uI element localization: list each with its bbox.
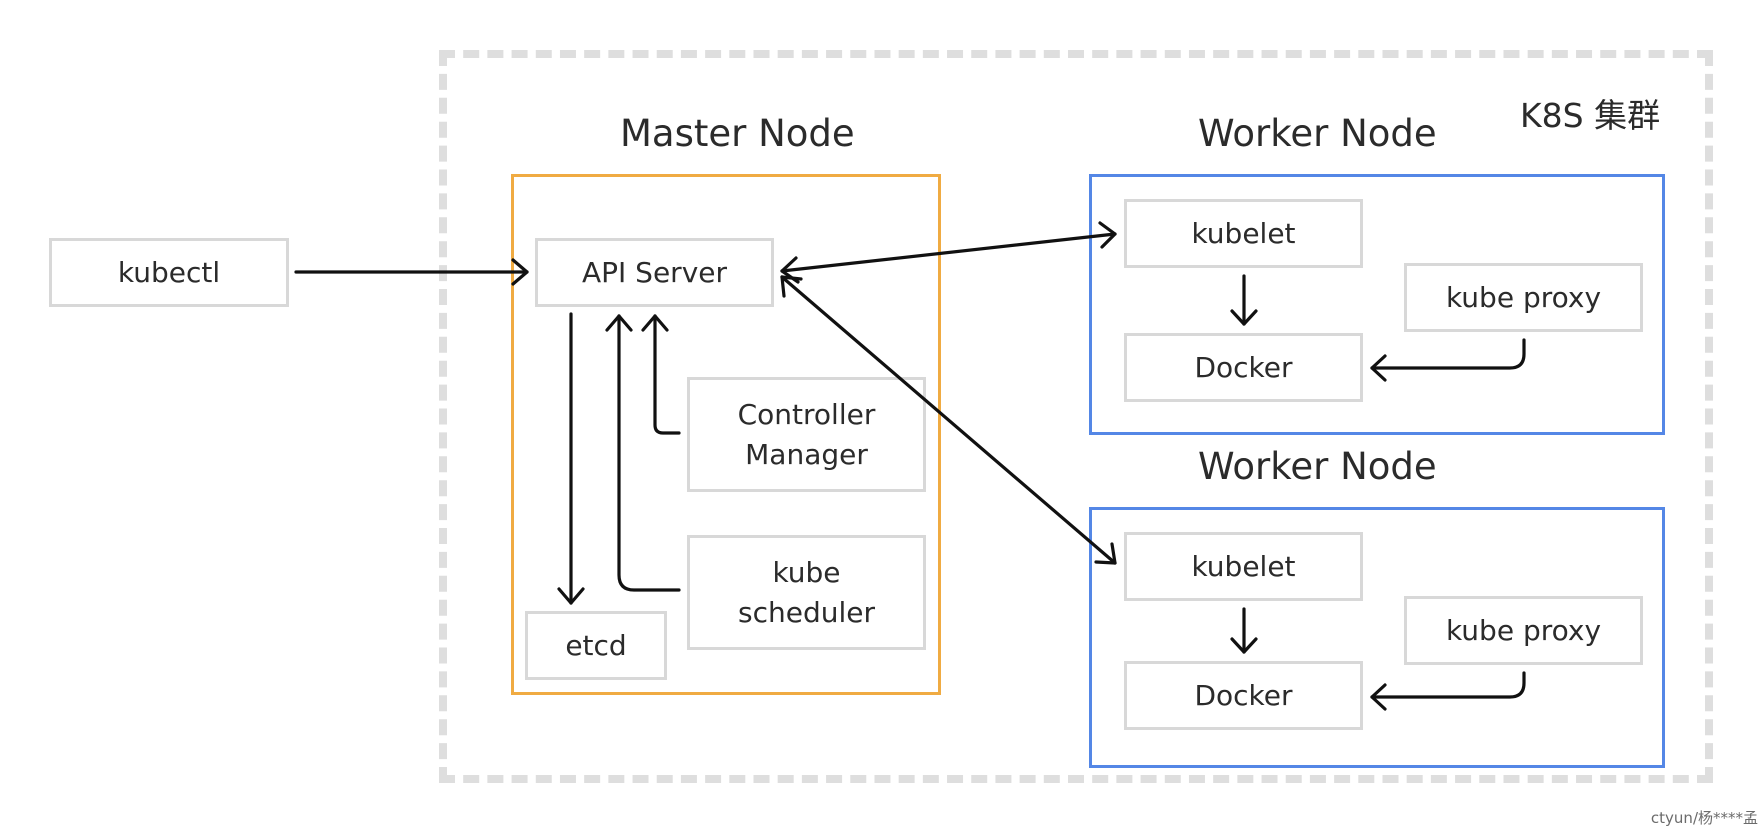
worker-node-2-title: Worker Node: [1198, 445, 1437, 488]
kube-scheduler-label: kube scheduler: [738, 555, 875, 629]
controller-manager-box: Controller Manager: [687, 377, 926, 492]
worker-2-kubelet-box: kubelet: [1124, 532, 1363, 601]
worker-2-kube-proxy-box: kube proxy: [1404, 596, 1643, 665]
api-server-box: API Server: [535, 238, 774, 307]
master-node-title: Master Node: [620, 112, 855, 155]
worker-1-kubelet-box: kubelet: [1124, 199, 1363, 268]
api-server-label: API Server: [581, 255, 728, 289]
worker-2-docker-box: Docker: [1124, 661, 1363, 730]
worker-2-kubelet-label: kubelet: [1191, 549, 1296, 583]
worker-1-docker-label: Docker: [1194, 350, 1293, 384]
worker-2-docker-label: Docker: [1194, 678, 1293, 712]
controller-manager-label: Controller Manager: [737, 397, 876, 471]
k8s-cluster-boundary: [439, 50, 1713, 783]
worker-node-1-title: Worker Node: [1198, 112, 1437, 155]
worker-1-kube-proxy-label: kube proxy: [1445, 280, 1602, 314]
kube-scheduler-box: kube scheduler: [687, 535, 926, 650]
kubectl-label: kubectl: [117, 255, 221, 289]
kubectl-box: kubectl: [49, 238, 289, 307]
worker-node-2-container: [1089, 507, 1665, 768]
watermark: ctyun/杨****孟: [1650, 809, 1758, 827]
worker-1-kube-proxy-box: kube proxy: [1404, 263, 1643, 332]
worker-2-kube-proxy-label: kube proxy: [1445, 613, 1602, 647]
worker-1-docker-box: Docker: [1124, 333, 1363, 402]
etcd-box: etcd: [525, 611, 667, 680]
worker-1-kubelet-label: kubelet: [1191, 216, 1296, 250]
cluster-label: K8S 集群: [1520, 96, 1661, 135]
etcd-label: etcd: [565, 628, 627, 662]
